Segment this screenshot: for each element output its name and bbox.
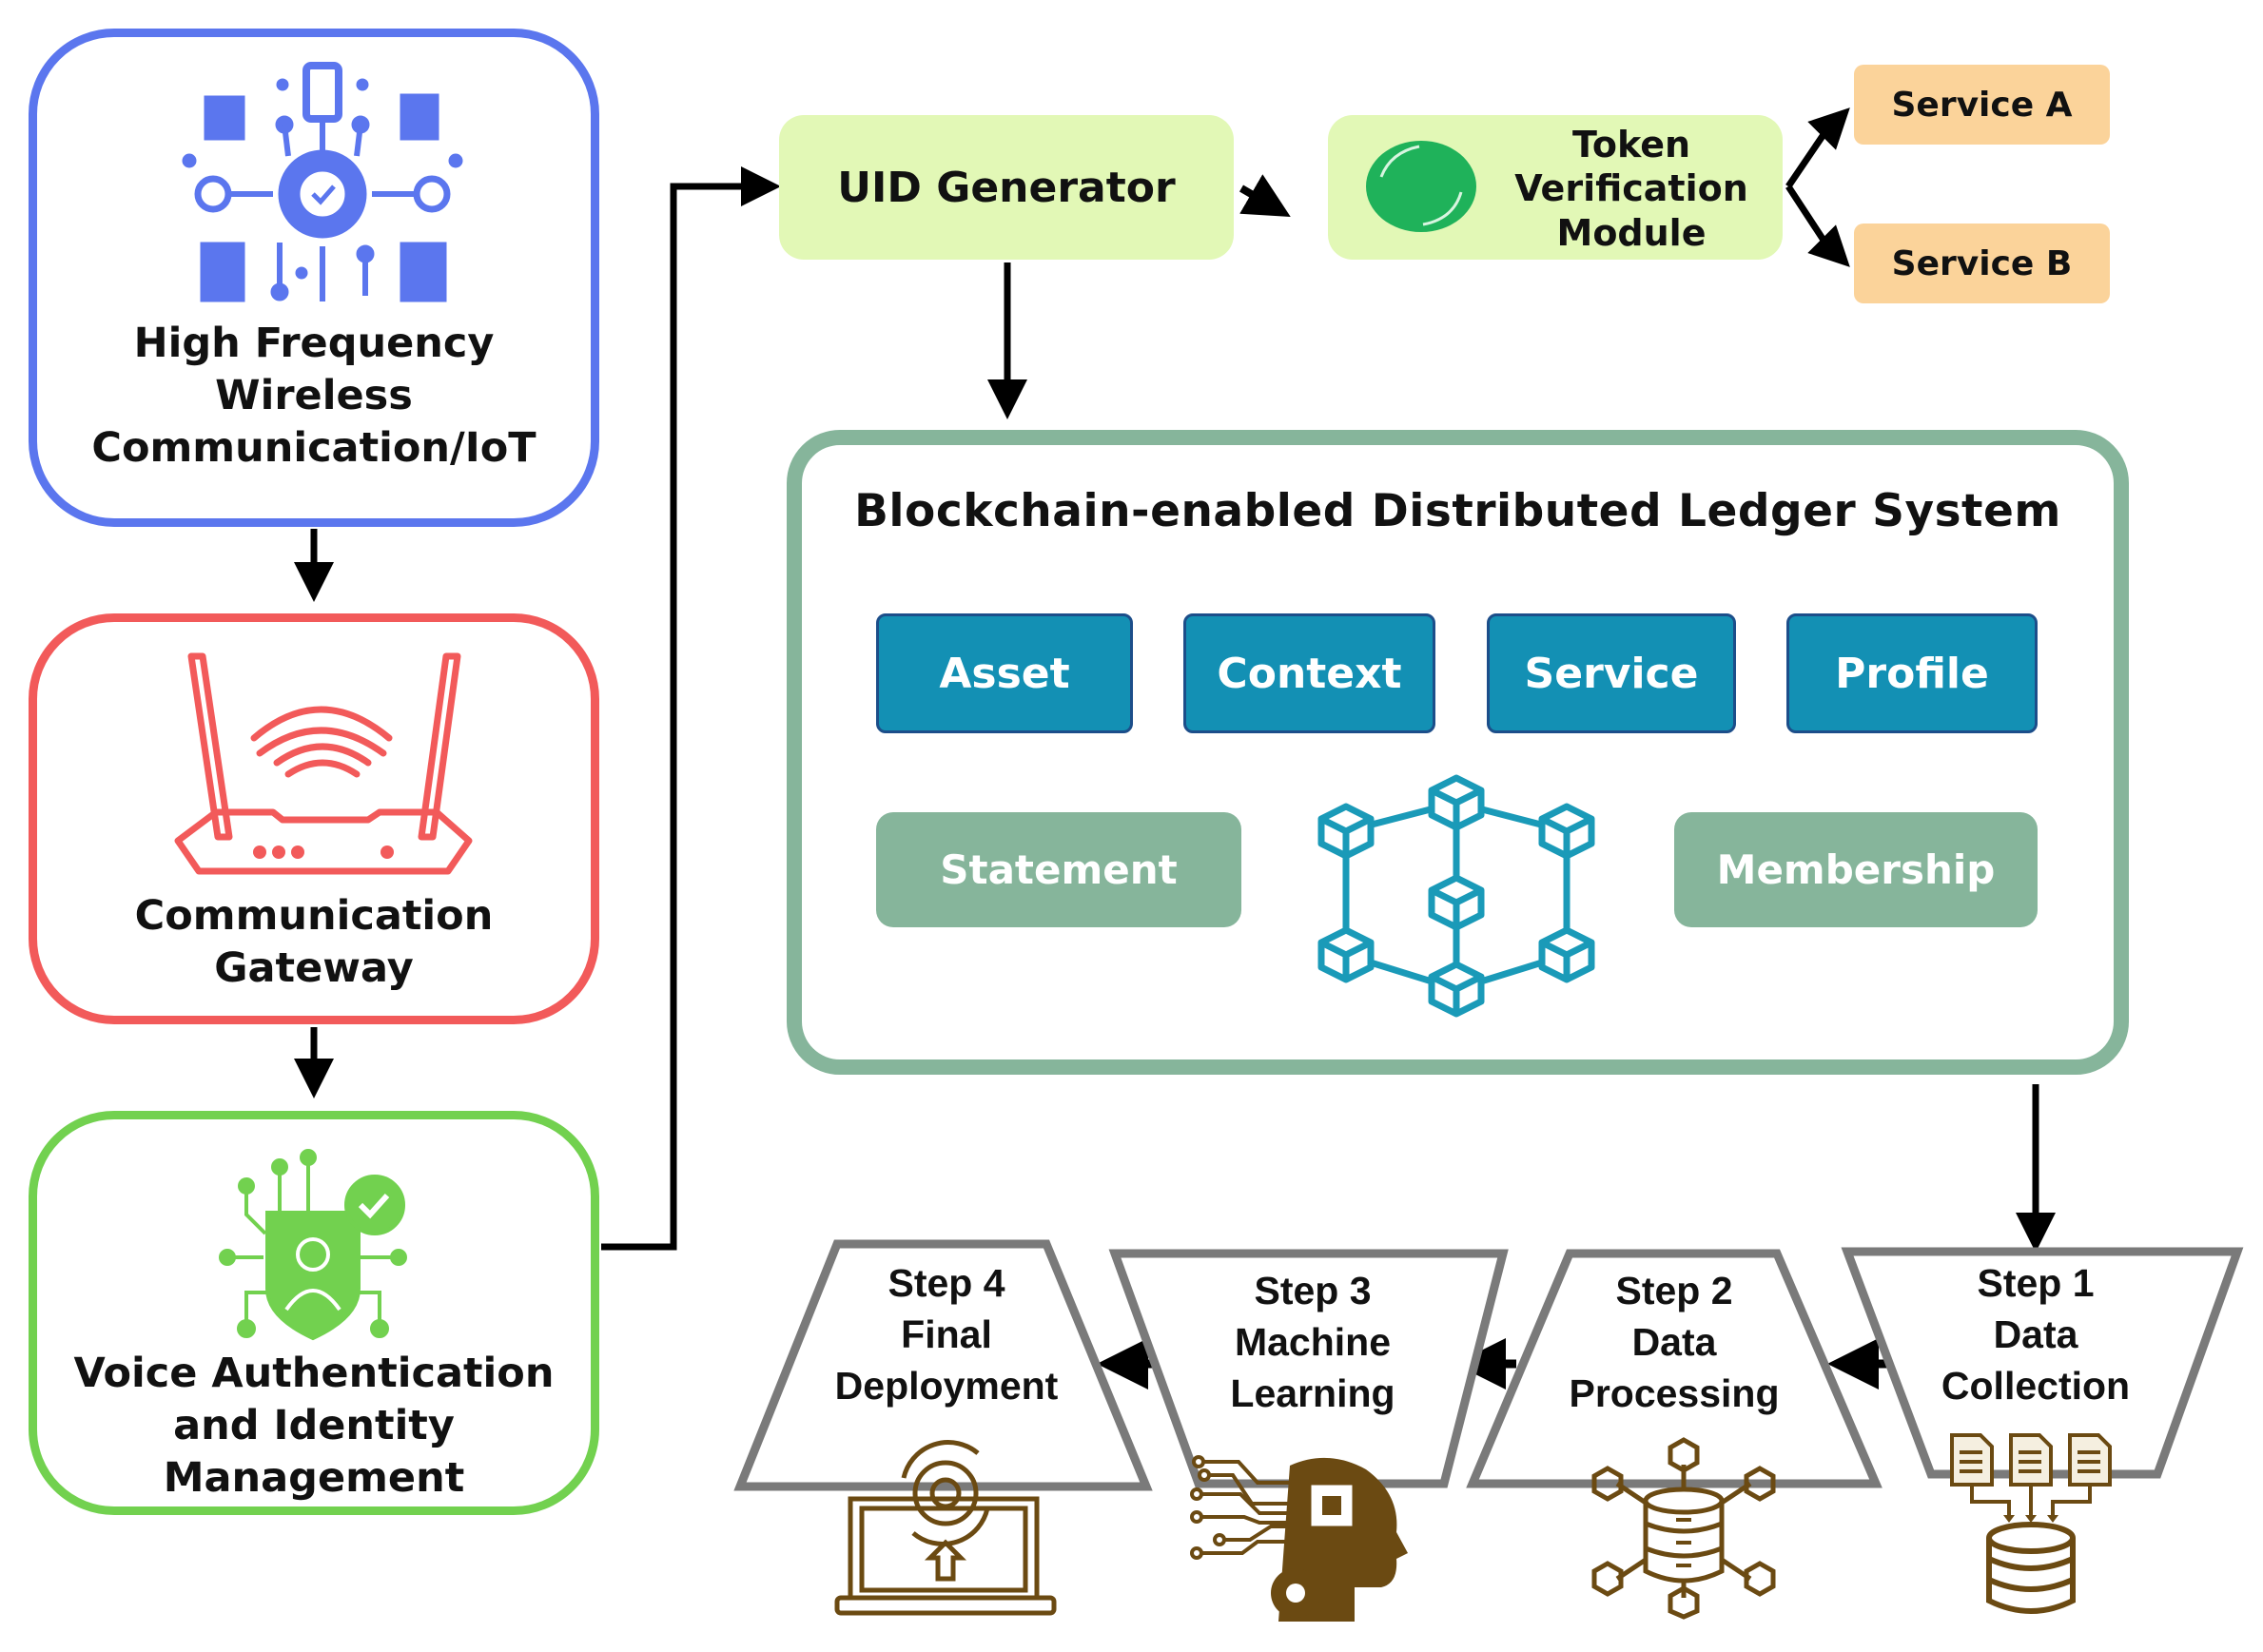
step-4-shape bbox=[733, 1239, 1153, 1491]
wifi-router-icon bbox=[174, 652, 473, 875]
step-4-text: Step 4 Final Deployment bbox=[780, 1257, 1113, 1411]
blockchain-cube bbox=[1428, 874, 1485, 931]
step-1-text: Step 1 Data Collection bbox=[1864, 1257, 2207, 1411]
iot-label-line-3: Communication/IoT bbox=[91, 424, 536, 473]
step-2-shape bbox=[1466, 1249, 1883, 1488]
membership-label: Membership bbox=[1716, 846, 1996, 893]
step-1-shape bbox=[1841, 1247, 2244, 1479]
voice-label-line-2: and Identity bbox=[173, 1402, 455, 1450]
arrow-token-to-service-a bbox=[1785, 107, 1850, 188]
blockchain-cube bbox=[1317, 926, 1375, 983]
step-2-text: Step 2 Data Processing bbox=[1503, 1265, 1845, 1419]
gateway-node: Communication Gateway bbox=[29, 613, 599, 1024]
asset-label: Asset bbox=[939, 649, 1070, 698]
ledger-title: Blockchain-enabled Distributed Ledger Sy… bbox=[854, 485, 2061, 537]
iot-network-icon bbox=[182, 62, 463, 302]
voice-auth-node: Voice Authentication and Identity Manage… bbox=[29, 1111, 599, 1515]
ledger-block-context: Context bbox=[1183, 613, 1435, 733]
token-label-line-1: Token bbox=[1571, 124, 1691, 165]
statement-label: Statement bbox=[940, 846, 1178, 893]
ai-head-icon bbox=[1190, 1455, 1408, 1622]
iot-label-line-1: High Frequency bbox=[133, 320, 495, 367]
blockchain-network-icon bbox=[1317, 774, 1595, 1018]
step-4-line-2: Deployment bbox=[834, 1364, 1059, 1409]
database-network-icon bbox=[1591, 1437, 1776, 1620]
voice-label-line-1: Voice Authentication bbox=[73, 1350, 555, 1397]
step-3-line-2: Learning bbox=[1230, 1371, 1395, 1416]
iot-node: High Frequency Wireless Communication/Io… bbox=[29, 29, 599, 527]
step-4-number: Step 4 bbox=[888, 1261, 1005, 1305]
arrow-uid-to-token bbox=[1239, 174, 1291, 218]
ledger-block-statement: Statement bbox=[876, 812, 1241, 927]
data-collection-icon bbox=[1950, 1433, 2112, 1614]
blockchain-cube bbox=[1428, 774, 1485, 831]
blockchain-cube bbox=[1428, 961, 1485, 1018]
service-b-box: Service B bbox=[1854, 224, 2110, 303]
token-label-line-3: Module bbox=[1556, 211, 1707, 254]
token-label-line-2: Verification bbox=[1514, 167, 1748, 210]
blockchain-cube bbox=[1317, 803, 1375, 860]
service-a-box: Service A bbox=[1854, 65, 2110, 145]
step-1-line-1: Data bbox=[1993, 1312, 2078, 1357]
service-label: Service bbox=[1524, 649, 1699, 698]
step-2-line-1: Data bbox=[1631, 1320, 1717, 1365]
ledger-block-asset: Asset bbox=[876, 613, 1133, 733]
profile-label: Profile bbox=[1835, 649, 1989, 698]
identity-shield-icon bbox=[219, 1149, 407, 1341]
context-label: Context bbox=[1217, 649, 1402, 698]
step-1-line-2: Collection bbox=[1941, 1364, 2131, 1409]
step-3-number: Step 3 bbox=[1254, 1269, 1372, 1312]
step-2-line-2: Processing bbox=[1569, 1371, 1780, 1416]
uid-generator-box: UID Generator bbox=[779, 115, 1234, 260]
iot-label-line-2: Wireless bbox=[215, 372, 413, 420]
step-3-line-1: Machine bbox=[1234, 1320, 1392, 1365]
step-1-number: Step 1 bbox=[1977, 1261, 2095, 1305]
voice-label-line-3: Management bbox=[163, 1454, 465, 1503]
service-a-label: Service A bbox=[1891, 85, 2073, 125]
blockchain-cube bbox=[1538, 926, 1595, 983]
uid-generator-label: UID Generator bbox=[837, 163, 1176, 212]
gateway-label-line-2: Gateway bbox=[214, 944, 414, 993]
arrow-voice-to-uid bbox=[601, 166, 781, 1251]
ledger-block-profile: Profile bbox=[1786, 613, 2038, 733]
ledger-block-membership: Membership bbox=[1674, 812, 2038, 927]
step-3-text: Step 3 Machine Learning bbox=[1141, 1265, 1484, 1419]
service-b-label: Service B bbox=[1891, 243, 2073, 283]
laptop-deploy-icon bbox=[834, 1440, 1057, 1616]
step-2-number: Step 2 bbox=[1615, 1269, 1733, 1312]
gateway-label-line-1: Communication bbox=[134, 892, 494, 940]
green-token-icon bbox=[1366, 141, 1476, 232]
token-verification-box: Token Verification Module bbox=[1328, 115, 1783, 260]
ledger-block-service: Service bbox=[1487, 613, 1736, 733]
arrow-token-to-service-b bbox=[1785, 185, 1850, 267]
blockchain-cube bbox=[1538, 803, 1595, 860]
step-3-shape bbox=[1108, 1249, 1509, 1488]
step-4-line-1: Final bbox=[901, 1312, 992, 1357]
